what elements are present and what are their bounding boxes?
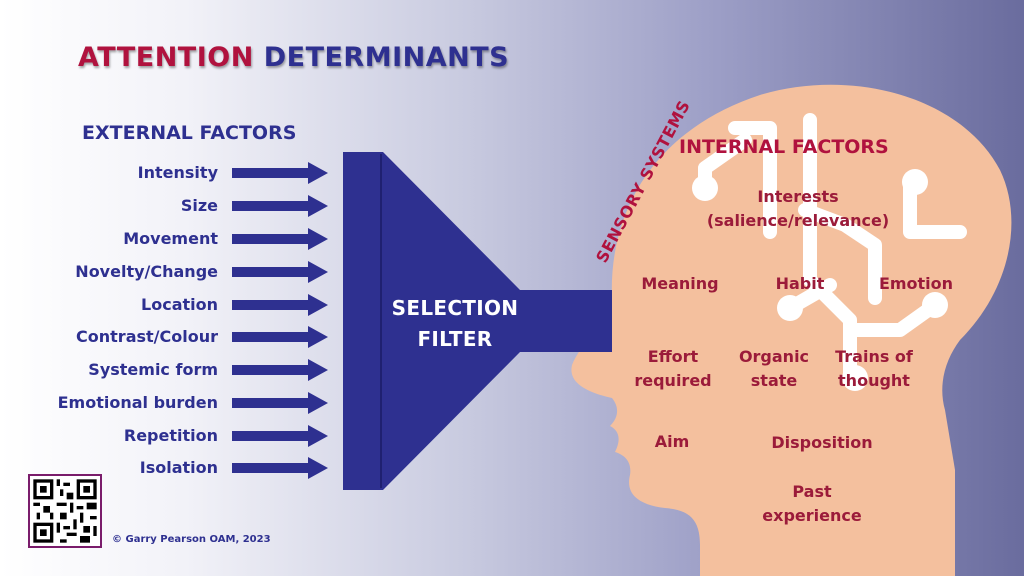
external-factors-heading: EXTERNAL FACTORS (82, 122, 297, 144)
selection-filter-label-line2: FILTER (417, 327, 493, 351)
external-factor-intensity: Intensity (137, 163, 218, 182)
internal-factor-past-experience: Past experience (762, 482, 862, 525)
external-factor-movement: Movement (123, 229, 218, 248)
internal-factor-organic-state: Organic state (738, 347, 810, 390)
external-factor-contrast: Contrast/Colour (76, 327, 218, 346)
internal-factor-meaning: Meaning (641, 274, 719, 293)
internal-factor-interests: Interests (salience/relevance) (706, 187, 890, 230)
title-word-attention: ATTENTION (78, 42, 254, 73)
circuit-decoration (698, 113, 967, 385)
page-title: ATTENTION DETERMINANTS (78, 42, 509, 73)
arrow-right-icon (232, 162, 328, 184)
external-factor-emotional-burden: Emotional burden (57, 393, 218, 412)
arrow-right-icon (232, 425, 328, 447)
external-factor-location: Location (141, 295, 218, 314)
internal-factor-habit: Habit (775, 274, 825, 293)
arrow-right-icon (232, 294, 328, 316)
arrow-right-icon (232, 392, 328, 414)
internal-factor-emotion: Emotion (878, 274, 954, 293)
head-silhouette (571, 84, 1012, 576)
internal-factors-heading: INTERNAL FACTORS (679, 136, 889, 158)
title-word-determinants: DETERMINANTS (263, 42, 510, 73)
external-factor-novelty: Novelty/Change (75, 262, 218, 281)
arrow-right-icon (232, 326, 328, 348)
internal-factor-aim: Aim (654, 432, 690, 451)
arrow-right-icon (232, 359, 328, 381)
external-factor-isolation: Isolation (139, 458, 218, 477)
arrow-right-icon (232, 195, 328, 217)
arrow-right-icon (232, 457, 328, 479)
internal-factor-trains-of-thought: Trains of thought (835, 347, 913, 390)
internal-factor-effort: Effort required (634, 347, 712, 390)
circuit-nodes (692, 169, 948, 391)
external-factor-repetition: Repetition (123, 426, 218, 445)
selection-filter-label-line1: SELECTION (391, 296, 519, 320)
selection-filter-funnel (343, 152, 612, 490)
qr-code-icon (28, 474, 102, 548)
copyright-notice: © Garry Pearson OAM, 2023 (112, 534, 271, 545)
arrow-right-icon (232, 261, 328, 283)
external-factor-systemic-form: Systemic form (88, 360, 218, 379)
internal-factor-disposition: Disposition (771, 433, 873, 452)
arrow-right-icon (232, 228, 328, 250)
external-factor-size: Size (180, 196, 218, 215)
